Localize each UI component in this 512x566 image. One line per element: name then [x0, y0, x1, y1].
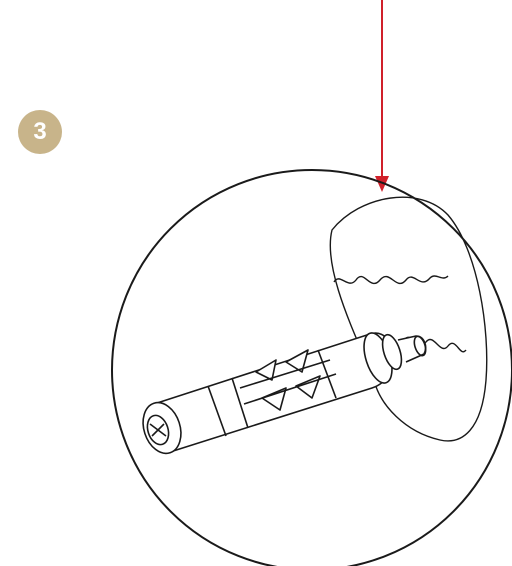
insertion-arrow [375, 0, 389, 192]
step-number-badge: 3 [18, 110, 62, 154]
wall-cross-section [329, 196, 488, 442]
plastic-wall-anchor [142, 332, 427, 455]
detail-magnifier-circle [111, 169, 512, 566]
